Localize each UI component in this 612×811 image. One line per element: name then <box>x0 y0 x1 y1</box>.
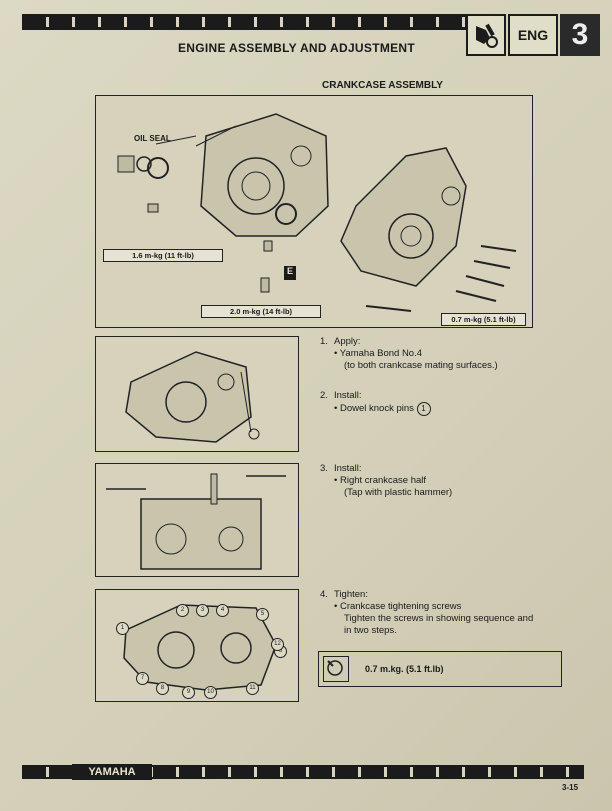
step-4: 4.Tighten: • Crankcase tightening screws… <box>320 589 534 636</box>
figure-step-1 <box>95 336 299 452</box>
bar-segment <box>488 767 491 777</box>
bar-segment <box>462 767 465 777</box>
chapter-tabs: ENG 3 <box>466 14 600 58</box>
bar-segment <box>46 17 49 27</box>
screw-number: 2 <box>176 604 189 617</box>
bar-segment <box>436 17 439 27</box>
bar-segment <box>124 17 127 27</box>
bar-segment <box>254 767 257 777</box>
torque-label-2: 2.0 m-kg (14 ft-lb) <box>201 305 321 318</box>
screw-number: 3 <box>196 604 209 617</box>
bar-segment <box>176 17 179 27</box>
bar-segment <box>98 17 101 27</box>
bar-segment <box>332 17 335 27</box>
step-1: 1.Apply: • Yamaha Bond No.4 (to both cra… <box>320 336 498 371</box>
page-title: ENGINE ASSEMBLY AND ADJUSTMENT <box>178 41 416 55</box>
bar-segment <box>358 767 361 777</box>
bar-segment <box>306 767 309 777</box>
bar-segment <box>436 767 439 777</box>
bar-segment <box>462 17 465 27</box>
section-title: CRANKCASE ASSEMBLY <box>322 80 443 91</box>
bar-segment <box>150 17 153 27</box>
screw-number: 7 <box>136 672 149 685</box>
bar-segment <box>514 767 517 777</box>
step-3: 3.Install: • Right crankcase half (Tap w… <box>320 463 453 498</box>
bar-segment <box>384 767 387 777</box>
bar-segment <box>410 767 413 777</box>
bar-segment <box>280 17 283 27</box>
bar-segment <box>176 767 179 777</box>
callout-e: E <box>287 266 294 276</box>
tab-eng: ENG <box>508 14 558 56</box>
bar-segment <box>202 17 205 27</box>
bar-segment <box>358 17 361 27</box>
torque-label-1: 1.6 m-kg (11 ft-lb) <box>103 249 223 262</box>
bar-segment <box>46 767 49 777</box>
screw-number: 11 <box>246 682 259 695</box>
step-2: 2.Install: • Dowel knock pins 1 <box>320 390 431 416</box>
screw-number: 8 <box>156 682 169 695</box>
oil-seal-label: OIL SEAL <box>134 134 171 143</box>
bar-segment <box>202 767 205 777</box>
bar-segment <box>306 17 309 27</box>
callout-1: 1 <box>416 402 431 416</box>
torque-label-3: 0.7 m-kg (5.1 ft-lb) <box>441 313 526 326</box>
bar-segment <box>566 767 569 777</box>
bar-segment <box>254 17 257 27</box>
screw-number: 9 <box>182 686 195 699</box>
bar-segment <box>410 17 413 27</box>
bar-segment <box>540 767 543 777</box>
screw-number: 10 <box>204 686 217 699</box>
main-figure: OIL SEAL 1.6 m-kg (11 ft-lb) 2.0 m-kg (1… <box>95 95 533 328</box>
screw-number: 4 <box>216 604 229 617</box>
bar-segment <box>228 767 231 777</box>
bar-segment <box>72 17 75 27</box>
screw-number: 1 <box>116 622 129 635</box>
page-number: 3-15 <box>562 783 579 792</box>
screw-number: 5 <box>256 608 269 621</box>
figure-step-3 <box>95 463 299 577</box>
yamaha-logo: YAMAHA <box>72 764 152 780</box>
header-bar <box>22 14 466 30</box>
bar-segment <box>384 17 387 27</box>
bar-segment <box>280 767 283 777</box>
torque-wrench-icon <box>323 656 349 682</box>
bar-segment <box>228 17 231 27</box>
torque-spec: 0.7 m.kg. (5.1 ft.lb) <box>365 664 444 674</box>
torque-spec-box: 0.7 m.kg. (5.1 ft.lb) <box>318 651 562 687</box>
bar-segment <box>332 767 335 777</box>
screw-number: 12 <box>271 638 284 651</box>
chapter-number: 3 <box>560 14 600 56</box>
engine-wrench-icon <box>466 14 506 56</box>
